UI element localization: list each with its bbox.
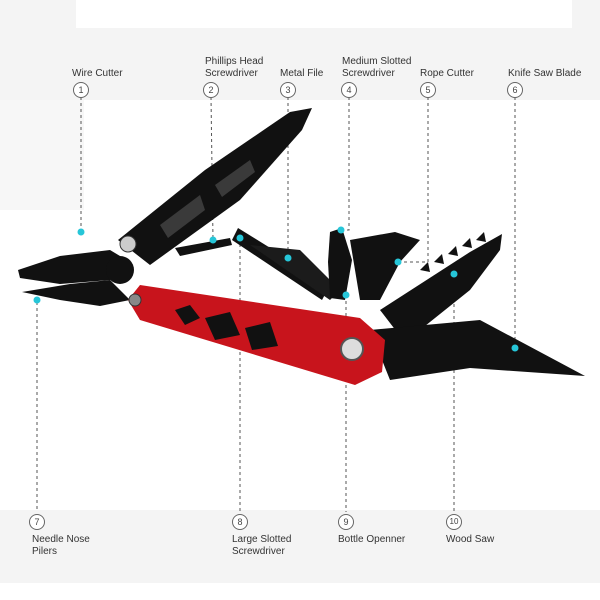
callout-number-1: 1 [73, 82, 89, 98]
callout-label-10: Wood Saw [446, 534, 495, 545]
knife-blade [370, 320, 585, 380]
callout-dot-1 [77, 228, 85, 236]
handle-cutout [205, 312, 240, 340]
callout-dot-8 [236, 234, 244, 242]
leader-line-4 [341, 97, 350, 231]
pivot-screw [119, 235, 137, 253]
callout-label-4: Medium Slotted Screwdriver [342, 56, 412, 79]
callout-dot-10 [450, 270, 458, 278]
metal-file [250, 245, 340, 300]
callout-number-4: 4 [341, 82, 357, 98]
callout-dot-7 [33, 296, 41, 304]
wood-saw-teeth [420, 232, 486, 272]
callout-dot-4 [337, 226, 345, 234]
medium-slotted-screwdriver [328, 228, 352, 300]
bottom-white-band [0, 583, 600, 600]
callout-label-8: Large Slotted Screwdriver [232, 534, 292, 557]
phillips-bit [175, 238, 232, 256]
callout-label-9: Bottle Openner [338, 534, 406, 545]
callout-dot-6 [511, 344, 519, 352]
callout-dot-5 [394, 258, 402, 266]
callout-label-6: Knife Saw Blade [508, 68, 582, 79]
callout-number-7: 7 [29, 514, 45, 530]
callout-number-10: 10 [446, 514, 462, 530]
handle-cutout [245, 322, 278, 350]
rope-cutter [350, 232, 420, 300]
callout-dot-2 [209, 236, 217, 244]
plier-pivot [106, 256, 134, 284]
handle-rivet [128, 293, 142, 307]
callout-label-3: Metal File [280, 68, 324, 79]
wood-saw [380, 234, 502, 336]
handle-screw [340, 337, 364, 361]
plier-jaw-upper [18, 250, 130, 284]
callout-number-5: 5 [420, 82, 436, 98]
callout-label-2: Phillips Head Screwdriver [205, 56, 264, 79]
callout-number-3: 3 [280, 82, 296, 98]
callout-number-2: 2 [203, 82, 219, 98]
callout-dot-3 [284, 254, 292, 262]
top-white-band [76, 0, 572, 28]
callout-dot-9 [342, 291, 350, 299]
callout-dots [33, 226, 519, 352]
handle-cutout [175, 305, 200, 325]
plier-jaw-lower [22, 280, 130, 306]
callout-number-9: 9 [338, 514, 354, 530]
plier-arm-cutout [215, 160, 255, 197]
callout-number-6: 6 [507, 82, 523, 98]
left-background-band [0, 100, 84, 210]
plier-arm-cutout [160, 195, 205, 238]
callout-label-7: Needle Nose Pilers [32, 534, 90, 557]
callout-label-5: Rope Cutter [420, 68, 474, 79]
callout-number-8: 8 [232, 514, 248, 530]
callout-label-1: Wire Cutter [72, 68, 123, 79]
